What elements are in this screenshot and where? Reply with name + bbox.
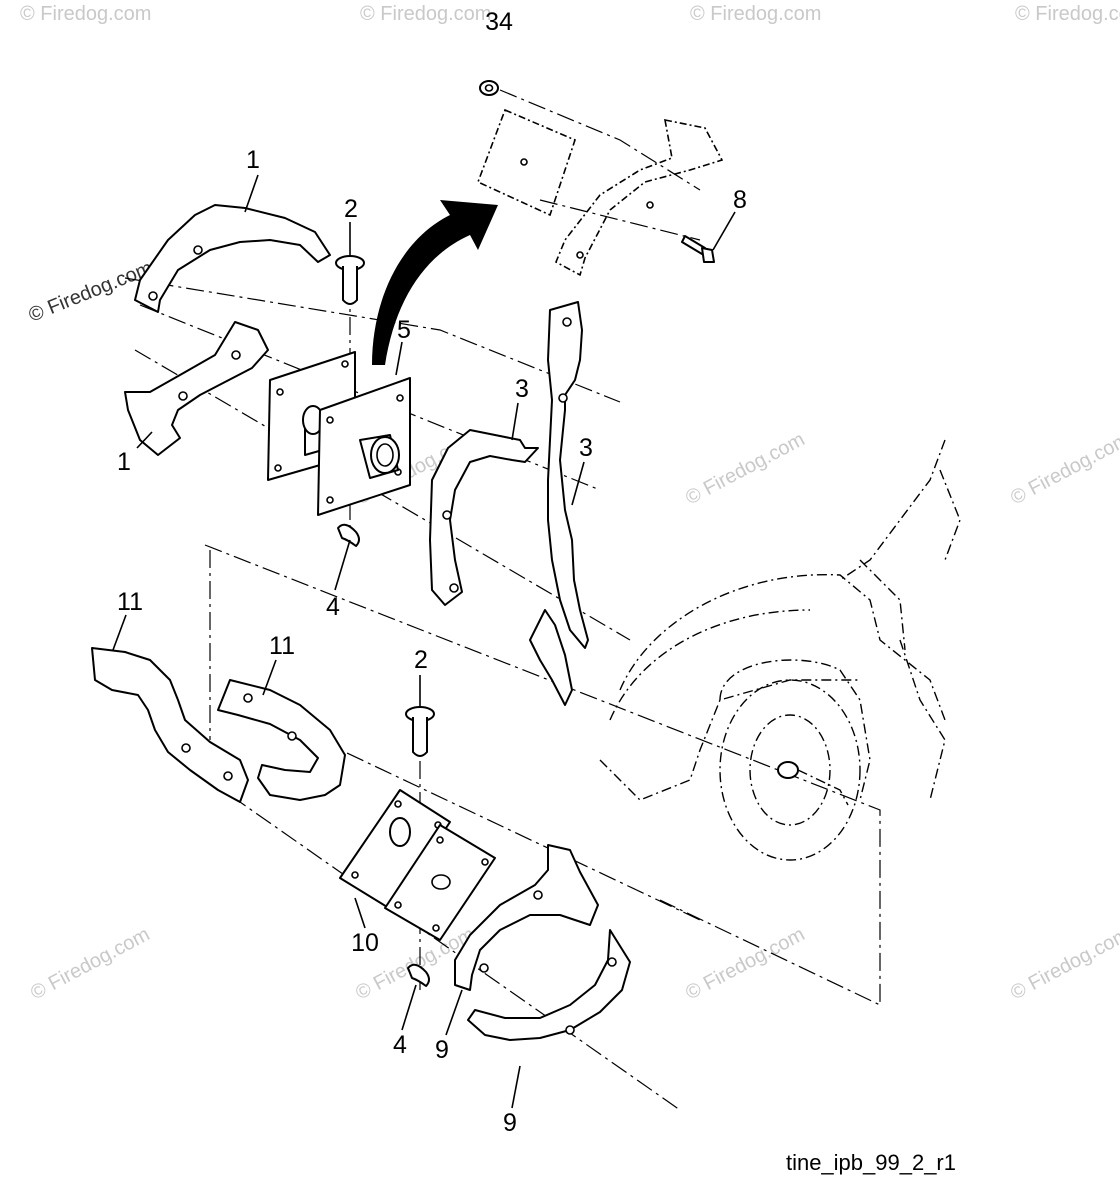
watermark: © Firedog.com	[1015, 3, 1120, 25]
part-2-pin-upper	[335, 255, 365, 305]
part-1-tine-lower	[124, 321, 269, 456]
watermark: © Firedog.com	[682, 428, 808, 509]
watermark: © Firedog.com	[1007, 923, 1120, 1004]
callout-1: 1	[246, 146, 260, 174]
image-code: tine_ipb_99_2_r1	[786, 1150, 956, 1175]
callout-9: 9	[503, 1109, 517, 1137]
watermark: © Firedog.com	[27, 923, 153, 1004]
part-11-tine-middle	[217, 679, 346, 801]
part-4-clip-upper	[337, 523, 360, 547]
callout-labels: 34 1 2 8 5 3 3 1 4 11 11 2 10 4 9 9	[117, 8, 747, 1137]
part-9-tine-upper	[454, 844, 599, 991]
watermark: © Firedog.com	[690, 3, 821, 25]
part-3-tine-right	[529, 301, 589, 706]
callout-10: 10	[351, 929, 379, 957]
part-4-clip-lower	[407, 963, 430, 987]
callout-1: 1	[117, 448, 131, 476]
callout-3: 3	[515, 375, 529, 403]
callout-2: 2	[344, 195, 358, 223]
part-9-tine-lower	[467, 929, 631, 1041]
callout-11: 11	[269, 632, 295, 660]
callout-3: 3	[579, 434, 593, 462]
callout-34: 34	[485, 8, 513, 36]
callout-4: 4	[393, 1031, 407, 1059]
part-5-hub	[267, 351, 411, 516]
watermark: © Firedog.com	[20, 3, 151, 25]
part-1-tine-upper	[134, 204, 331, 313]
callout-4: 4	[326, 593, 340, 621]
part-10-hub	[339, 789, 496, 941]
tiller-housing-ghost	[599, 439, 961, 861]
callout-11: 11	[117, 588, 143, 616]
watermark: © Firedog.com	[682, 923, 808, 1004]
leader-lines	[112, 174, 736, 1109]
part-34-nut	[479, 80, 499, 96]
part-3-tine-center	[429, 429, 539, 606]
watermark: © Firedog.com	[360, 3, 491, 25]
watermark: © Firedog.com	[1007, 428, 1120, 509]
callout-8: 8	[733, 186, 747, 214]
part-2-pin-lower	[405, 706, 435, 757]
part-8-bolt	[681, 235, 715, 263]
part-11-tine-left	[91, 647, 249, 803]
callout-9: 9	[435, 1036, 449, 1064]
rotation-arrow	[372, 200, 498, 365]
callout-2: 2	[414, 646, 428, 674]
ghost-tine-detail	[476, 108, 724, 277]
callout-5: 5	[397, 316, 411, 344]
